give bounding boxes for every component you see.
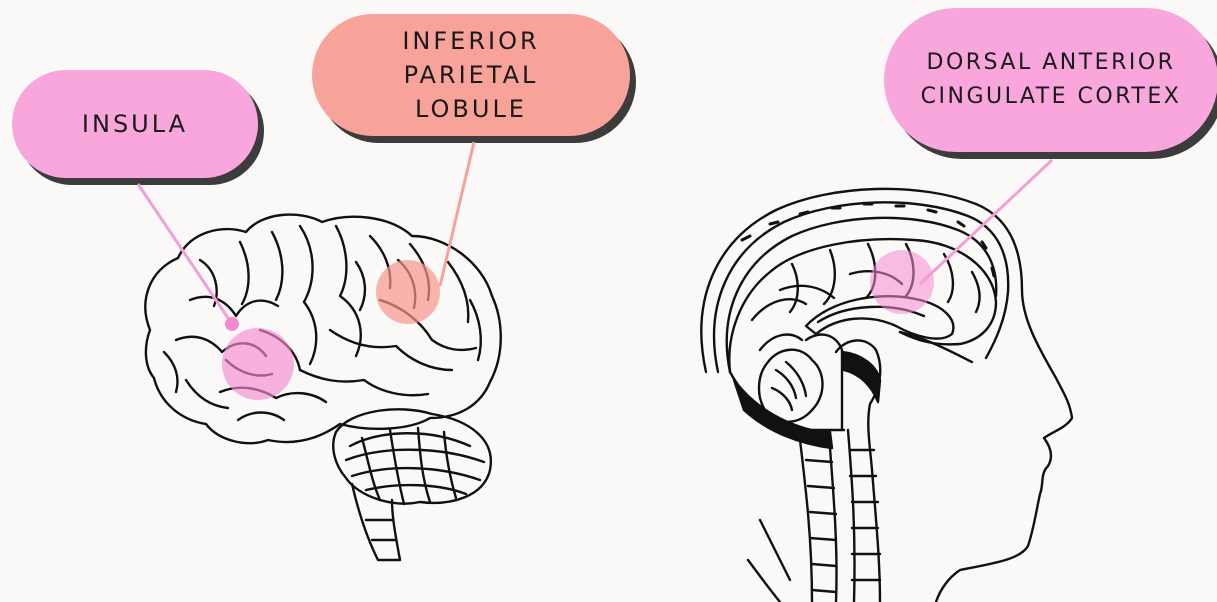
dorsal-anterior-cingulate-cortex-label: DORSAL ANTERIOR CINGULATE CORTEX [884, 8, 1217, 152]
insula-leader-line [138, 184, 232, 324]
insula-leader-dot [225, 317, 239, 331]
dacc-leader-line [920, 160, 1052, 284]
insula-label: INSULA [12, 70, 258, 178]
brain-lateral-view-icon [145, 215, 500, 560]
ipl-leader-line [440, 142, 474, 286]
dacc-highlight [870, 250, 934, 314]
ipl-highlight [376, 260, 440, 324]
inferior-parietal-lobule-label: INFERIOR PARIETAL LOBULE [312, 14, 630, 136]
head-sagittal-section-icon [701, 189, 1072, 602]
insula-highlight [222, 328, 294, 400]
